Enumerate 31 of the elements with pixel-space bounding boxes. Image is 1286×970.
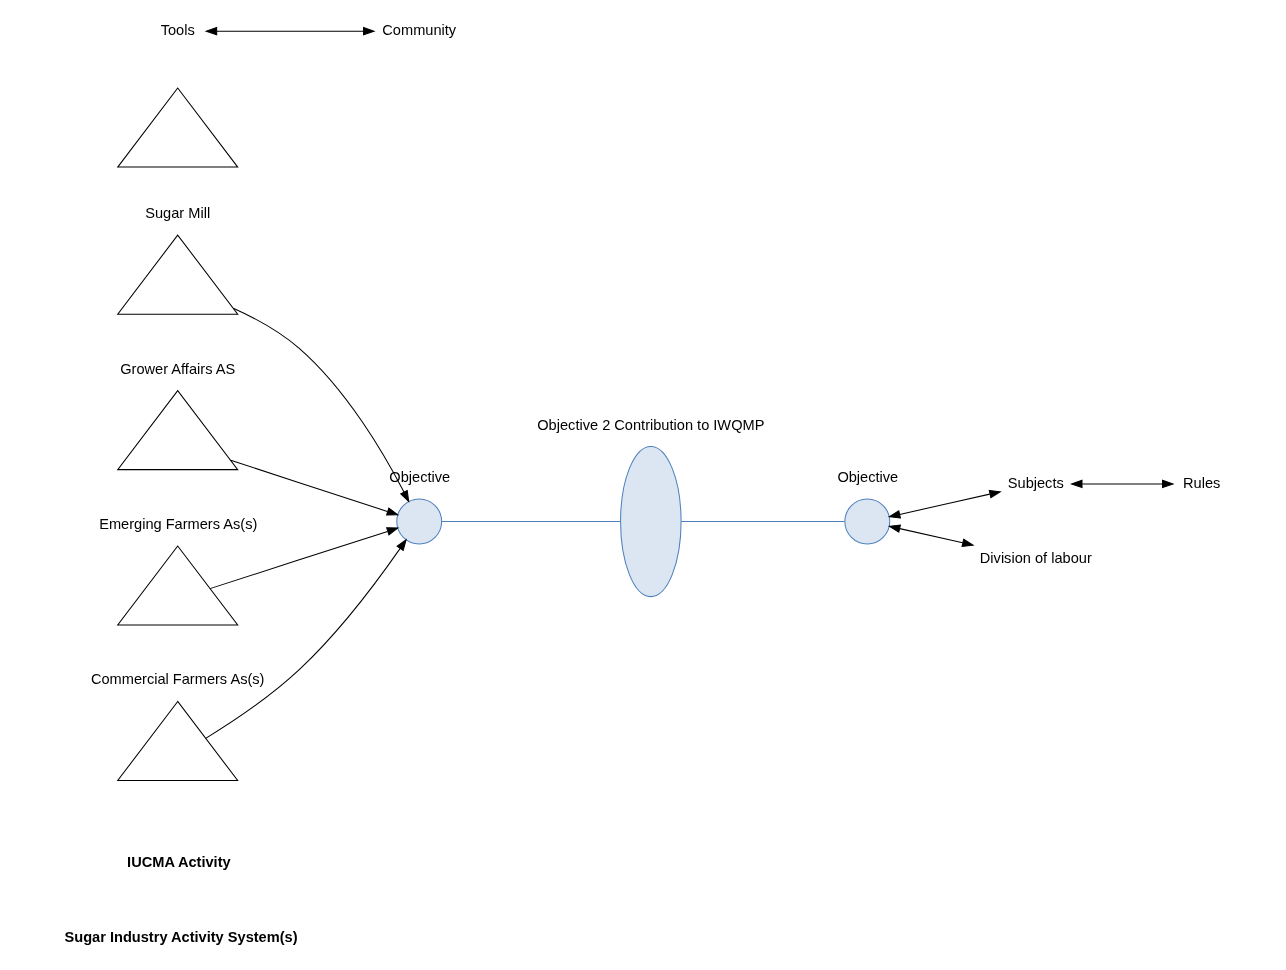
node-text: Rules <box>1183 474 1221 491</box>
arrow <box>205 538 407 739</box>
node-label: Grower Affairs AS <box>120 360 236 377</box>
arrow <box>1070 479 1175 489</box>
node-label: Commercial Farmers As(s) <box>90 671 265 688</box>
node-triangle <box>116 700 239 781</box>
connector <box>680 521 846 523</box>
arrow <box>887 524 975 547</box>
arrow <box>230 459 400 516</box>
connector <box>441 521 621 523</box>
node-text: Division of labour <box>979 549 1092 566</box>
node-circle <box>844 498 891 545</box>
node-triangle <box>116 87 239 168</box>
node-text: Community <box>382 22 457 39</box>
label: Sugar Industry Activity System(s) <box>64 928 298 945</box>
node-triangle <box>116 234 239 315</box>
node-text: Subjects <box>1007 474 1064 491</box>
node-label: Objective <box>837 469 899 486</box>
arrow <box>232 307 410 503</box>
node-circle <box>396 498 443 545</box>
node-label: Objective 2 Contribution to IWQMP <box>537 416 765 433</box>
node-triangle <box>116 545 239 626</box>
arrow <box>204 26 376 36</box>
node-label: Sugar Mill <box>145 205 211 222</box>
node-text: Tools <box>160 22 195 39</box>
node-ellipse <box>620 445 682 598</box>
label: IUCMA Activity <box>127 853 231 870</box>
arrow <box>887 489 1002 519</box>
node-label: Emerging Farmers As(s) <box>99 516 258 533</box>
arrow <box>209 527 400 590</box>
node-triangle <box>116 389 239 471</box>
